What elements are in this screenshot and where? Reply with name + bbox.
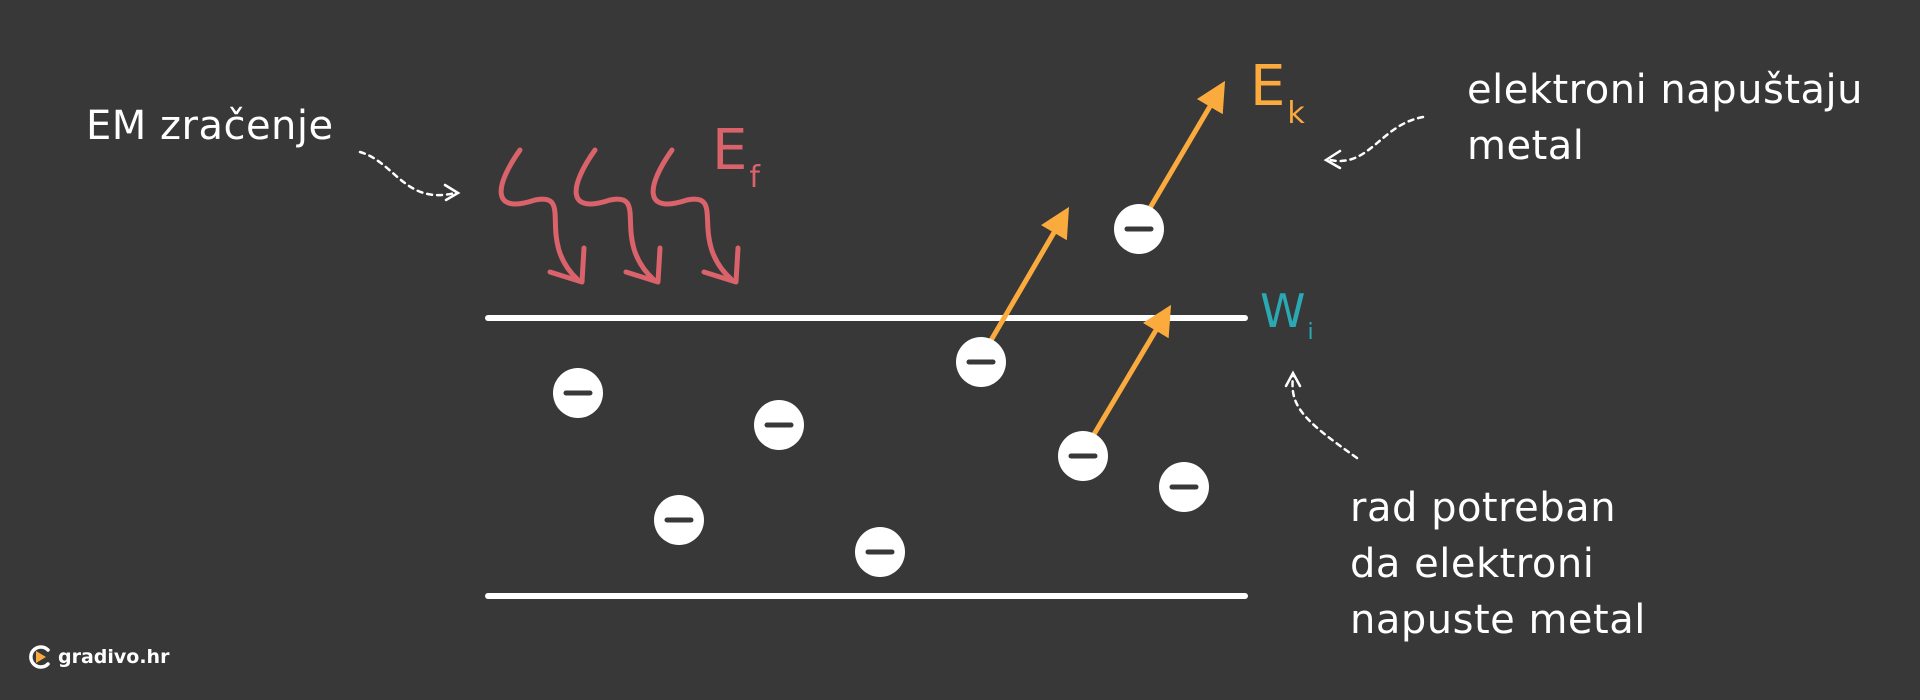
em-radiation-label: EM zračenje [86, 103, 334, 149]
work-needed-label: rad potreban da elektroni napuste metal [1350, 480, 1646, 648]
electron [754, 400, 804, 450]
pointer-work-arrow [1284, 370, 1359, 460]
work-needed-line-3: napuste metal [1350, 597, 1646, 643]
photon-wave-2 [573, 147, 663, 285]
electron [1159, 462, 1209, 512]
electron-trajectory-2 [1090, 304, 1172, 439]
electron-trajectory-1 [987, 206, 1070, 345]
electrons-leave-line-2: metal [1467, 123, 1585, 169]
gradivo-logo-text: gradivo.hr [58, 646, 170, 668]
photon-wave-1 [498, 147, 587, 285]
work-function-symbol: Wi [1260, 284, 1314, 345]
electrons-leave-line-1: elektroni napuštaju [1467, 67, 1864, 113]
work-needed-line-1: rad potreban [1350, 485, 1617, 531]
electron [553, 368, 603, 418]
work-needed-line-2: da elektroni [1350, 541, 1595, 587]
photon-wave-3 [650, 147, 741, 285]
gradivo-logo[interactable]: gradivo.hr [26, 640, 169, 674]
kinetic-energy-symbol: Ek [1250, 54, 1305, 131]
electron [855, 527, 905, 577]
pointer-leave-arrow [1323, 115, 1425, 170]
electrons-leave-label: elektroni napuštaju metal [1467, 62, 1863, 174]
electron [654, 495, 704, 545]
electron-trajectory-3 [1147, 80, 1226, 211]
photon-energy-symbol: Ef [712, 118, 760, 195]
pointer-em-arrow [358, 150, 461, 202]
electron [1058, 431, 1108, 481]
electron [956, 337, 1006, 387]
gradivo-logo-icon [29, 645, 50, 669]
electron [1114, 204, 1164, 254]
